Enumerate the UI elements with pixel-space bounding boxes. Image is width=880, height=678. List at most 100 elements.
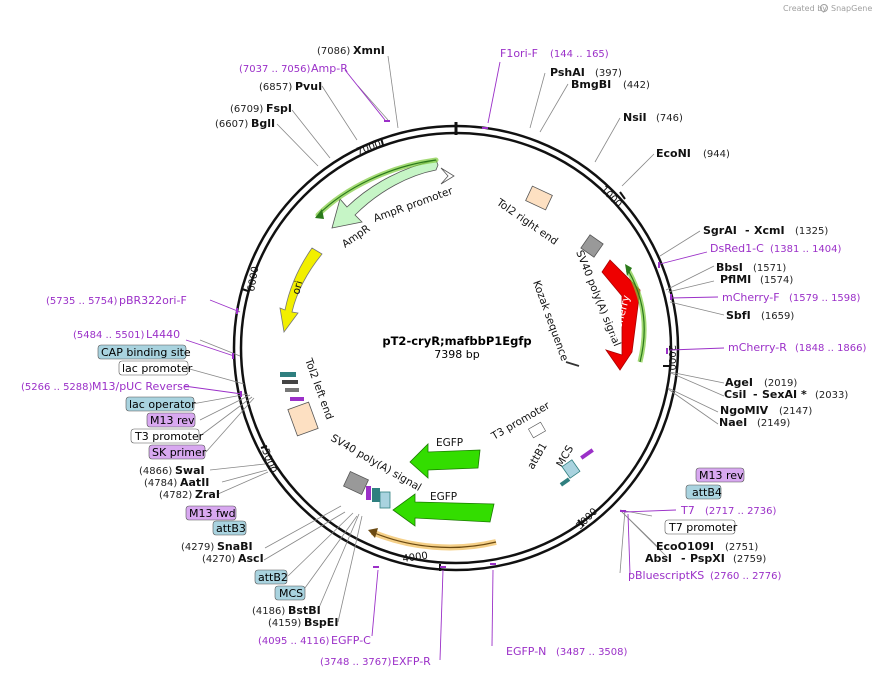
sexai-name[interactable]: SexAI xyxy=(762,388,797,401)
pbks-name[interactable]: pBluescriptKS xyxy=(628,569,704,582)
nsii-name[interactable]: NsiI xyxy=(623,111,647,124)
egfpc-range: (4095 .. 4116) xyxy=(258,636,330,647)
m13puc-range: (5266 .. 5288) xyxy=(21,382,93,393)
bbsi-name[interactable]: BbsI xyxy=(716,261,743,274)
snabi-name[interactable]: SnaBI xyxy=(217,540,253,553)
pflmi-name[interactable]: PflMI xyxy=(720,273,751,286)
lac-promoter-label[interactable]: lac promoter xyxy=(122,362,193,375)
xmni-name[interactable]: XmnI xyxy=(353,44,385,57)
sv40-bottom-box xyxy=(343,470,369,496)
ampr-primer-arrow xyxy=(317,159,437,216)
sgrai-name[interactable]: SgrAI xyxy=(703,224,737,237)
credit-brand: SnapGene xyxy=(831,4,872,13)
xcmi-name[interactable]: XcmI xyxy=(754,224,785,237)
attb2-label[interactable]: attB2 xyxy=(258,571,288,584)
tol2-left-marker-2 xyxy=(282,380,298,384)
fspi-pos: (6709) xyxy=(230,104,263,115)
t3-promoter-left-label[interactable]: T3 promoter xyxy=(134,430,204,443)
pbr322-range: (5735 .. 5754) xyxy=(46,296,118,307)
bbsi-pos: (1571) xyxy=(753,263,786,274)
csii-sep: - xyxy=(753,388,758,401)
dsred-name[interactable]: DsRed1-C xyxy=(710,242,764,255)
bmgbi-pos: (442) xyxy=(623,80,650,91)
naei-pos: (2149) xyxy=(757,418,790,429)
agei-name[interactable]: AgeI xyxy=(725,376,753,389)
egfp1-arrow xyxy=(409,443,481,479)
egfpc-name[interactable]: EGFP-C xyxy=(331,634,371,647)
ngomiv-pos: (2147) xyxy=(779,406,812,417)
f1ori-name[interactable]: F1ori-F xyxy=(500,47,538,60)
pvui-name[interactable]: PvuI xyxy=(295,80,322,93)
aatii-name[interactable]: AatII xyxy=(180,476,209,489)
asci-name[interactable]: AscI xyxy=(238,552,264,565)
tick-label-6000: 6000 xyxy=(246,266,261,293)
exfpr-name[interactable]: EXFP-R xyxy=(392,655,431,668)
t3-promoter-inner-label: T3 promoter xyxy=(489,399,553,443)
pspxi-name[interactable]: PspXI xyxy=(690,552,725,565)
fspi-name[interactable]: FspI xyxy=(266,102,292,115)
sbfi-pos: (1659) xyxy=(761,311,794,322)
bspei-name[interactable]: BspEI xyxy=(304,616,338,629)
mcs-inner-box xyxy=(561,459,581,479)
mcherryr-name[interactable]: mCherry-R xyxy=(728,341,787,354)
sgrai-pos: (1325) xyxy=(795,226,828,237)
m13rev-left-label[interactable]: M13 rev xyxy=(150,414,195,427)
mcs-bottom-box xyxy=(379,491,391,509)
m13fwd-label[interactable]: M13 fwd xyxy=(189,507,236,520)
l4440-name[interactable]: L4440 xyxy=(146,328,180,341)
swai-pos: (4866) xyxy=(139,466,172,477)
csii-name[interactable]: CsiI xyxy=(724,388,746,401)
mcherryf-name[interactable]: mCherry-F xyxy=(722,291,780,304)
sgrai-sep: - xyxy=(745,224,750,237)
sk-primer-box xyxy=(148,444,206,460)
pshai-pos: (397) xyxy=(595,68,622,79)
tol2-right-label: Tol2 right end xyxy=(493,196,560,248)
swai-name[interactable]: SwaI xyxy=(175,464,205,477)
pbr322-name[interactable]: pBR322ori-F xyxy=(119,294,187,307)
pvui-pos: (6857) xyxy=(259,82,292,93)
t7-promoter-box xyxy=(664,519,736,535)
t7-promoter-label[interactable]: T7 promoter xyxy=(668,521,738,534)
ecoo109i-pos: (2751) xyxy=(725,542,758,553)
bgli-name[interactable]: BglI xyxy=(251,117,275,130)
sbfi-name[interactable]: SbfI xyxy=(726,309,751,322)
sk-primer-label[interactable]: SK primer xyxy=(152,446,207,459)
zrai-name[interactable]: ZraI xyxy=(195,488,220,501)
dsred-range: (1381 .. 1404) xyxy=(770,244,842,255)
bstbi-name[interactable]: BstBI xyxy=(288,604,321,617)
lac-operator-label[interactable]: lac operator xyxy=(129,398,196,411)
pbks-range: (2760 .. 2776) xyxy=(710,571,782,582)
bmgbi-name[interactable]: BmgBI xyxy=(571,78,611,91)
tick-mark-6000 xyxy=(241,288,249,292)
ampr-primer-head xyxy=(315,209,324,219)
pshai-name[interactable]: PshAI xyxy=(550,66,585,79)
t7-name[interactable]: T7 xyxy=(680,504,695,517)
mcs-left-label[interactable]: MCS xyxy=(279,587,303,600)
tick-label-7000: 7000 xyxy=(355,139,383,158)
attb3-label[interactable]: attB3 xyxy=(216,522,246,535)
mcherry-primer-line xyxy=(627,269,645,363)
asci-pos: (4270) xyxy=(202,554,235,565)
egfpn-name[interactable]: EGFP-N xyxy=(506,645,546,658)
aatii-pos: (4784) xyxy=(144,478,177,489)
exfpr-range: (3748 .. 3767) xyxy=(320,657,392,668)
econi-name[interactable]: EcoNI xyxy=(656,147,691,160)
ampr-primer-name[interactable]: Amp-R xyxy=(311,62,348,75)
m13puc-name[interactable]: M13/pUC Reverse xyxy=(92,380,190,393)
sv40-top-box xyxy=(580,234,604,258)
absi-name[interactable]: AbsI xyxy=(645,552,672,565)
kozak-label: Kozak sequence xyxy=(530,279,570,363)
absi-pos: (2759) xyxy=(733,554,766,565)
ecoo109i-name[interactable]: EcoO109I xyxy=(656,540,714,553)
m13rev-right-label[interactable]: M13 rev xyxy=(699,469,744,482)
mcherryr-range: (1848 .. 1866) xyxy=(795,343,867,354)
attb4-label[interactable]: attB4 xyxy=(692,486,722,499)
lac-promoter-box xyxy=(118,360,189,376)
t3-promoter-marker xyxy=(528,421,546,439)
ngomiv-name[interactable]: NgoMIV xyxy=(720,404,769,417)
naei-name[interactable]: NaeI xyxy=(719,416,747,429)
tick-mark-3000 xyxy=(577,519,585,527)
cap-site-label[interactable]: CAP binding site xyxy=(101,346,191,359)
egfpn-range: (3487 .. 3508) xyxy=(556,647,628,658)
